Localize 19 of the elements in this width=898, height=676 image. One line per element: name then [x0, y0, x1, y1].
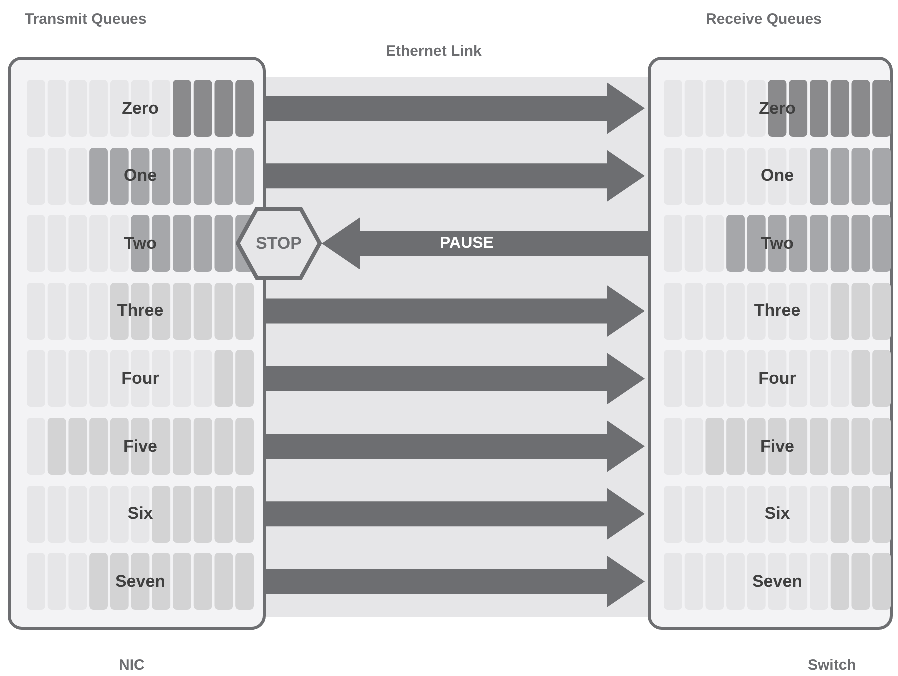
queue-label: Four: [122, 368, 160, 389]
queue-label: Five: [123, 436, 158, 456]
edge-label: PAUSE: [440, 234, 494, 253]
device-label: NIC: [119, 657, 145, 674]
queue-label: Seven: [115, 572, 166, 592]
panel-heading: Transmit Queues: [25, 11, 147, 28]
queue-label: One: [760, 166, 794, 186]
queue-label: Zero: [122, 98, 159, 118]
queue-label: Seven: [752, 572, 803, 592]
device-label: Switch: [808, 657, 856, 674]
panel-heading: Receive Queues: [706, 11, 822, 28]
queue-label: Six: [128, 504, 154, 524]
queue-label: Five: [760, 436, 795, 456]
queue-label: Six: [764, 504, 790, 524]
link-heading: Ethernet Link: [386, 43, 482, 60]
queue-label: Three: [117, 301, 164, 322]
queue-label: Three: [754, 301, 801, 322]
stop-label: STOP: [256, 234, 302, 254]
queue-label: Four: [758, 368, 796, 389]
